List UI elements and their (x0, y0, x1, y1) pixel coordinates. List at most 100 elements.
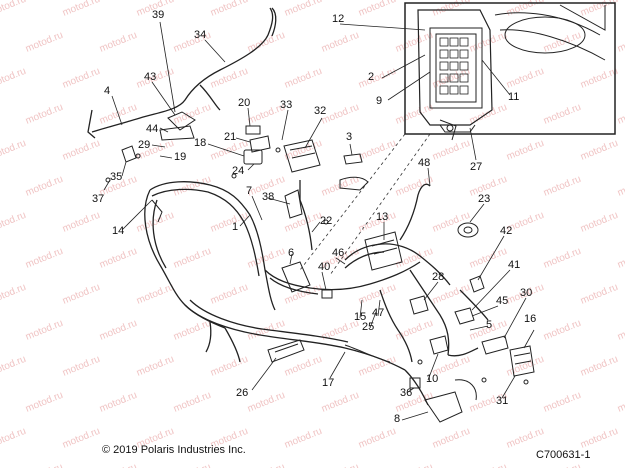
watermark-text: motod.ru (172, 318, 213, 343)
watermark-text: motod.ru (24, 390, 65, 415)
watermark-text: motod.ru (542, 462, 583, 468)
callout-label: 8 (394, 413, 400, 425)
watermark-text: motod.ru (61, 354, 102, 379)
components (105, 111, 535, 423)
watermark-text: motod.ru (209, 354, 250, 379)
callout-label: 24 (232, 165, 244, 177)
watermark-text: motod.ru (579, 426, 620, 451)
watermark-text: motod.ru (61, 426, 102, 451)
inset-leader-dashes (299, 133, 431, 276)
callout-label: 37 (92, 193, 104, 205)
watermark-text: motod.ru (283, 354, 324, 379)
watermark-text: motod.ru (616, 30, 625, 55)
callout-label: 3 (346, 131, 352, 143)
watermark-text: motod.ru (320, 462, 361, 468)
callout-label: 44 (146, 123, 158, 135)
callout-label: 46 (332, 247, 344, 259)
callout-label: 9 (376, 95, 382, 107)
watermark-text: motod.ru (357, 0, 398, 19)
leader-lines (103, 21, 535, 421)
watermark-text: motod.ru (468, 246, 509, 271)
callout-label: 40 (318, 261, 330, 273)
watermark-text: motod.ru (579, 210, 620, 235)
watermark-text: motod.ru (505, 138, 546, 163)
watermark-text: motod.ru (61, 282, 102, 307)
callout-label: 26 (236, 387, 248, 399)
watermark-text: motod.ru (61, 210, 102, 235)
watermark-text: motod.ru (394, 174, 435, 199)
callout-label: 36 (400, 387, 412, 399)
callout-label: 38 (262, 191, 274, 203)
watermark-text: motod.ru (0, 138, 28, 163)
callout-label: 28 (432, 271, 444, 283)
watermark-text: motod.ru (246, 318, 287, 343)
watermark-text: motod.ru (542, 390, 583, 415)
callout-label: 19 (174, 151, 186, 163)
watermark-text: motod.ru (24, 30, 65, 55)
watermark-text: motod.ru (0, 210, 28, 235)
watermark-text: motod.ru (24, 318, 65, 343)
callout-label: 47 (372, 307, 384, 319)
watermark-text: motod.ru (579, 66, 620, 91)
watermark-text: motod.ru (24, 246, 65, 271)
callout-label: 45 (496, 295, 508, 307)
watermark-text: motod.ru (172, 462, 213, 468)
watermark-text: motod.ru (357, 138, 398, 163)
callout-label: 32 (314, 105, 326, 117)
callout-label: 43 (144, 71, 156, 83)
callout-label: 7 (246, 185, 252, 197)
callout-label: 48 (418, 157, 430, 169)
callout-label: 15 (354, 311, 366, 323)
callout-label: 12 (332, 13, 344, 25)
callout-label: 41 (508, 259, 520, 271)
watermark-text: motod.ru (616, 174, 625, 199)
watermark-text: motod.ru (0, 0, 28, 19)
watermark-text: motod.ru (579, 138, 620, 163)
callout-label: 42 (500, 225, 512, 237)
watermark-text: motod.ru (24, 174, 65, 199)
watermark-text: motod.ru (0, 426, 28, 451)
watermark-text: motod.ru (468, 102, 509, 127)
watermark-text: motod.ru (172, 174, 213, 199)
callout-label: 22 (320, 215, 332, 227)
watermark-text: motod.ru (394, 246, 435, 271)
watermark-text: motod.ru (616, 390, 625, 415)
watermark-text: motod.ru (61, 138, 102, 163)
watermark-text: motod.ru (61, 0, 102, 19)
watermark-text: motod.ru (98, 462, 139, 468)
connector-detail-inset (404, 2, 616, 135)
watermark-text: motod.ru (616, 318, 625, 343)
watermark-text: motod.ru (24, 102, 65, 127)
figure-id: C700631-1 (536, 449, 591, 461)
callout-label: 1 (232, 221, 238, 233)
callout-label: 2 (368, 71, 374, 83)
callout-label: 31 (496, 395, 508, 407)
main-harness (87, 7, 489, 406)
callout-label: 10 (426, 373, 438, 385)
watermark-text: motod.ru (283, 426, 324, 451)
watermark-text: motod.ru (24, 462, 65, 468)
callout-label: 30 (520, 287, 532, 299)
callout-label: 35 (110, 171, 122, 183)
watermark-text: motod.ru (431, 282, 472, 307)
watermark-text: motod.ru (431, 210, 472, 235)
watermark-text: motod.ru (209, 66, 250, 91)
callout-label: 34 (194, 29, 206, 41)
watermark-text: motod.ru (320, 390, 361, 415)
watermark-text: motod.ru (616, 462, 625, 468)
watermark-text: motod.ru (431, 426, 472, 451)
watermark-text: motod.ru (98, 246, 139, 271)
callout-label: 4 (104, 85, 110, 97)
callout-label: 14 (112, 225, 124, 237)
watermark-text: motod.ru (135, 354, 176, 379)
watermark-text: motod.ru (579, 354, 620, 379)
watermark-text: motod.ru (246, 462, 287, 468)
watermark-text: motod.ru (616, 102, 625, 127)
watermark-text: motod.ru (283, 66, 324, 91)
watermark-text: motod.ru (209, 0, 250, 19)
watermark-text: motod.ru (172, 390, 213, 415)
callout-label: 29 (138, 139, 150, 151)
watermark-text: motod.ru (246, 246, 287, 271)
callout-label: 27 (470, 161, 482, 173)
